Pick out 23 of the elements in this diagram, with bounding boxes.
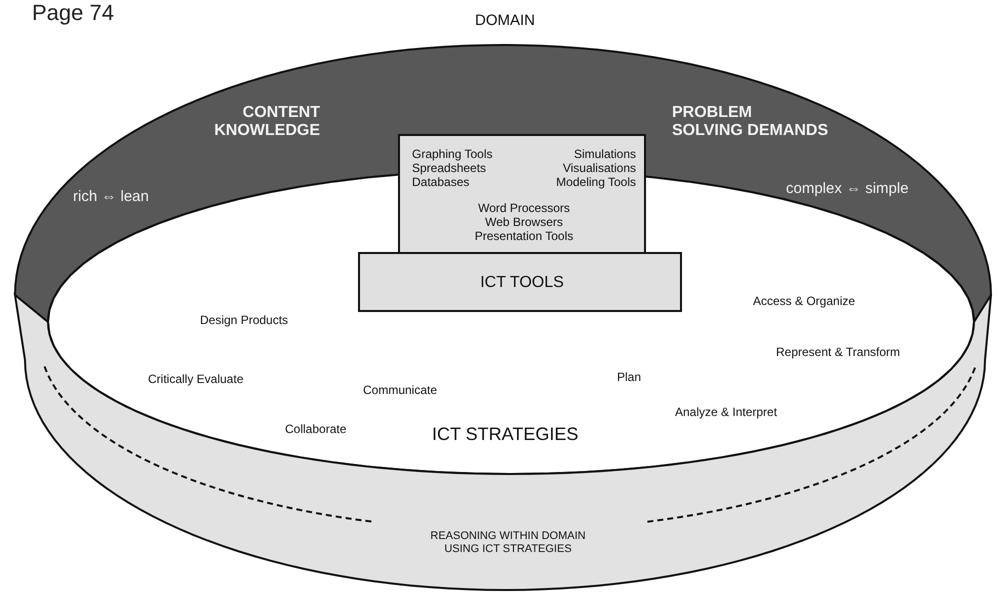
tool-list: Graphing Tools Spreadsheets Databases xyxy=(412,148,500,190)
reasoning-wall-band xyxy=(15,295,991,590)
strategy-label: Represent & Transform xyxy=(776,346,900,360)
strategies-heading: ICT STRATEGIES xyxy=(432,424,578,445)
band-caption: REASONING WITHIN DOMAIN USING ICT STRATEGIES xyxy=(429,530,587,556)
ict-tools-box xyxy=(358,252,682,312)
scale-label: complex ⇔ simple xyxy=(786,180,909,198)
strategy-label: Analyze & Interpret xyxy=(675,406,778,420)
page-number: Page 74 xyxy=(32,0,114,26)
domain-heading: DOMAIN xyxy=(475,12,535,30)
strategy-label: Design Products xyxy=(200,314,288,328)
box-title: ICT TOOLS xyxy=(480,274,564,292)
tools-list-box xyxy=(398,134,646,254)
tool-list: Word Processors Web Browsers Presentation Tools xyxy=(472,202,576,244)
tool-list: Simulations Visualisations Modeling Tools xyxy=(548,148,636,190)
band-heading: PROBLEM SOLVING DEMANDS xyxy=(672,104,828,141)
strategy-label: Communicate xyxy=(363,384,438,398)
strategy-label: Plan xyxy=(617,371,642,385)
strategy-label: Collaborate xyxy=(285,423,346,437)
strategy-label: Access & Organize xyxy=(753,295,856,309)
scale-label: rich ⇔ lean xyxy=(73,188,149,206)
band-heading: CONTENT KNOWLEDGE xyxy=(214,104,320,141)
strategy-label: Critically Evaluate xyxy=(148,373,244,387)
